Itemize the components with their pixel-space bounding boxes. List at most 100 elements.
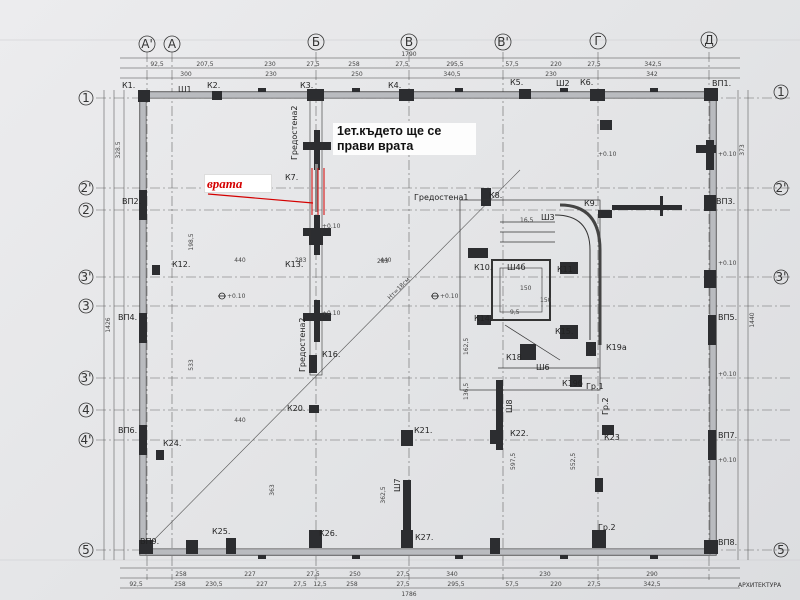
svg-text:362,5: 362,5 [380,486,387,503]
svg-text:220: 220 [550,61,562,68]
axis-marker-a-prime: А' [138,35,156,53]
label-k13: К13. [285,260,303,269]
wall-ticks [258,88,658,559]
label-k7: К7. [285,173,298,182]
svg-text:220: 220 [550,581,562,588]
svg-text:57,5: 57,5 [505,61,519,68]
svg-text:В': В' [497,35,509,49]
column-k25b [226,538,236,554]
label-k20: К20. [287,404,305,413]
stair-core [459,199,602,391]
svg-text:4: 4 [82,403,90,417]
svg-text:150: 150 [540,297,552,304]
svg-text:230: 230 [264,61,276,68]
label-sh2: Ш2 [556,79,570,88]
label-k27: К27. [415,533,433,542]
label-k22: К22. [510,429,528,438]
column-k23 [602,425,614,435]
label-k1: К1. [122,81,135,90]
label-k14: К14. [474,314,492,323]
svg-text:5: 5 [82,543,90,557]
right-axis-markers: 1 2' 3' 5 [773,84,789,558]
svg-text:Б: Б [312,35,320,49]
svg-text:340: 340 [446,571,458,578]
axis-marker-d: Д [700,31,718,49]
cross-columns [303,130,331,373]
label-k19b: К19б [562,379,583,388]
column-k18 [520,344,536,360]
svg-text:27,5: 27,5 [395,61,409,68]
column-vp1 [704,88,718,101]
column-k19a [586,342,596,356]
svg-text:597,5: 597,5 [510,453,517,470]
column-k3 [307,89,324,101]
svg-text:9,5: 9,5 [510,309,520,316]
svg-text:3': 3' [81,371,92,385]
svg-text:+0.10: +0.10 [718,457,737,464]
svg-text:Д: Д [704,33,713,47]
label-vp3: ВП3. [716,197,735,206]
column-vp7 [708,430,716,460]
label-k26: К26. [319,529,337,538]
column-labels: К1. К2. К3. К4. К5. К6. ВП1. Ш1 Ш2 ВП2. … [118,78,737,547]
svg-text:290: 290 [646,571,658,578]
axis-marker-1-right: 1 [773,84,789,100]
axis-marker-2p-right: 2' [773,180,789,196]
svg-text:2': 2' [81,181,92,195]
column-k27 [401,530,413,548]
svg-text:283: 283 [295,257,307,264]
column-k1 [138,90,150,102]
column-vp4 [139,313,147,343]
column-k15 [560,325,578,339]
column-k19b [570,375,582,387]
svg-text:92,5: 92,5 [129,581,143,588]
outer-walls [139,91,717,556]
svg-text:3': 3' [776,270,787,284]
svg-text:230: 230 [265,71,277,78]
axis-marker-g: Г [589,32,607,50]
label-k12: К12. [172,260,190,269]
label-sh4b: Ш4б [507,263,526,272]
svg-text:А: А [168,37,177,51]
label-gredostena2a: Гредостена2 [290,105,299,160]
svg-text:57,5: 57,5 [505,581,519,588]
label-sh3: Ш3 [541,213,555,222]
left-axis-markers: 1 2' 2 3' 3 3' 4 4' 5 [78,90,94,558]
svg-text:250: 250 [351,71,363,78]
column-k9 [598,210,612,218]
column-k5 [519,89,531,99]
svg-text:363: 363 [269,484,276,496]
label-k3: К3. [300,81,313,90]
svg-text:552,5: 552,5 [570,453,577,470]
label-k10: К10. [474,263,492,272]
label-vp9: ВП9. [140,537,159,546]
column-mid-bottom [490,538,500,554]
label-vp2: ВП2. [122,197,141,206]
svg-text:258: 258 [174,581,186,588]
svg-text:+0.10: +0.10 [322,223,341,230]
axis-marker-1-left: 1 [78,90,94,106]
label-sh1: Ш1 [178,85,192,94]
column-k22 [490,430,498,444]
annotation-line-1: 1ет.където ще се [337,124,442,138]
diagonal-line [145,169,521,549]
svg-text:1: 1 [777,85,785,99]
svg-text:1786: 1786 [401,591,416,598]
svg-text:136,5: 136,5 [463,383,470,400]
svg-text:328.5: 328.5 [115,141,122,158]
side-dimension-lines [103,90,749,560]
label-gr2a: Гр.2 [598,523,616,532]
label-gredostena2b: Гредостена2 [298,317,307,372]
svg-text:295,5: 295,5 [446,61,463,68]
svg-text:1426: 1426 [105,317,112,332]
label-sh8: Ш8 [505,399,514,413]
svg-text:230: 230 [545,71,557,78]
column-vp5 [704,270,716,288]
label-k24: К24. [163,439,181,448]
svg-text:16,5: 16,5 [520,217,534,224]
column-k11 [560,262,578,274]
column-k2 [212,91,222,100]
label-k21: К21. [414,426,432,435]
label-gr2b: Гр.2 [601,397,610,415]
axis-marker-5-left: 5 [78,542,94,558]
